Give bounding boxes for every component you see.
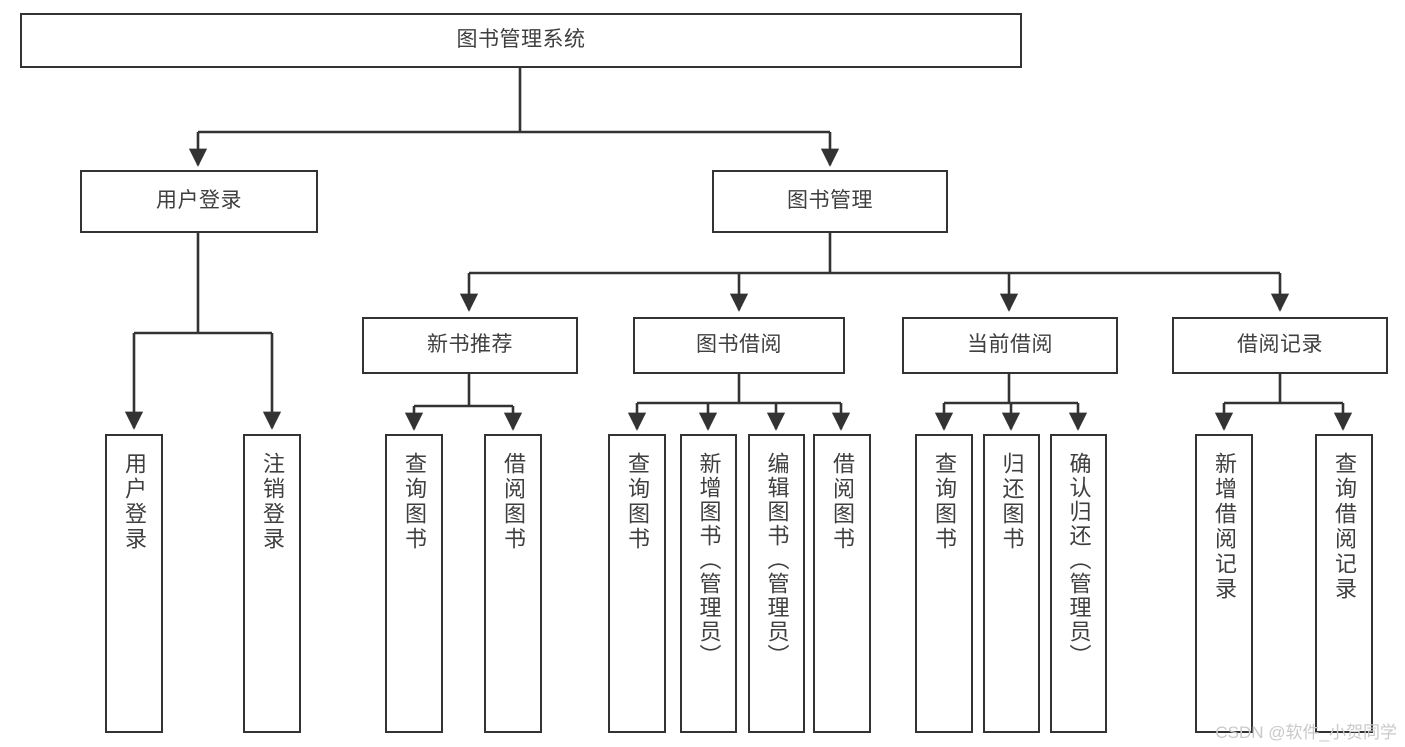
node-user-login[interactable]: 用户登录 — [80, 170, 318, 233]
node-user-login-label: 用户登录 — [156, 189, 242, 213]
node-leaf-query-record-label: 查询借阅记录 — [1332, 452, 1357, 602]
node-leaf-confirm-return-label: 确认归还（管理员） — [1066, 452, 1092, 668]
node-leaf-borrow-book-2-label: 借阅图书 — [830, 452, 855, 552]
node-leaf-query-book-1-label: 查询图书 — [402, 452, 427, 552]
node-leaf-edit-book-label: 编辑图书（管理员） — [764, 452, 790, 668]
node-leaf-borrow-book-1[interactable]: 借阅图书 — [484, 434, 542, 733]
node-leaf-return-book-label: 归还图书 — [999, 452, 1025, 552]
node-borrow-record-label: 借阅记录 — [1237, 333, 1323, 357]
node-new-book-recommend[interactable]: 新书推荐 — [362, 317, 578, 374]
node-leaf-add-record-label: 新增借阅记录 — [1212, 452, 1237, 602]
node-leaf-query-record[interactable]: 查询借阅记录 — [1315, 434, 1373, 733]
node-book-borrow-label: 图书借阅 — [696, 333, 782, 357]
node-new-book-recommend-label: 新书推荐 — [427, 333, 513, 357]
node-leaf-query-book-2[interactable]: 查询图书 — [608, 434, 666, 733]
node-leaf-add-book[interactable]: 新增图书（管理员） — [680, 434, 737, 733]
node-leaf-add-book-label: 新增图书（管理员） — [696, 452, 722, 668]
node-current-borrow-label: 当前借阅 — [967, 333, 1053, 357]
node-leaf-user-login-label: 用户登录 — [122, 452, 147, 552]
node-book-management-label: 图书管理 — [787, 189, 873, 213]
node-leaf-query-book-2-label: 查询图书 — [625, 452, 650, 552]
node-root[interactable]: 图书管理系统 — [20, 13, 1022, 68]
node-book-management[interactable]: 图书管理 — [712, 170, 948, 233]
node-book-borrow[interactable]: 图书借阅 — [633, 317, 845, 374]
node-leaf-confirm-return[interactable]: 确认归还（管理员） — [1050, 434, 1107, 733]
node-leaf-add-record[interactable]: 新增借阅记录 — [1195, 434, 1253, 733]
node-leaf-query-book-3-label: 查询图书 — [932, 452, 957, 552]
node-leaf-logout-login[interactable]: 注销登录 — [243, 434, 301, 733]
node-leaf-return-book[interactable]: 归还图书 — [983, 434, 1040, 733]
node-leaf-edit-book[interactable]: 编辑图书（管理员） — [748, 434, 805, 733]
node-borrow-record[interactable]: 借阅记录 — [1172, 317, 1388, 374]
node-current-borrow[interactable]: 当前借阅 — [902, 317, 1118, 374]
node-leaf-logout-login-label: 注销登录 — [260, 452, 285, 552]
node-leaf-query-book-1[interactable]: 查询图书 — [385, 434, 443, 733]
node-leaf-borrow-book-2[interactable]: 借阅图书 — [813, 434, 871, 733]
node-leaf-query-book-3[interactable]: 查询图书 — [915, 434, 973, 733]
node-root-label: 图书管理系统 — [456, 28, 586, 52]
node-leaf-borrow-book-1-label: 借阅图书 — [501, 452, 526, 552]
watermark: CSDN @软件_小贺同学 — [1215, 723, 1397, 742]
node-leaf-user-login[interactable]: 用户登录 — [105, 434, 163, 733]
